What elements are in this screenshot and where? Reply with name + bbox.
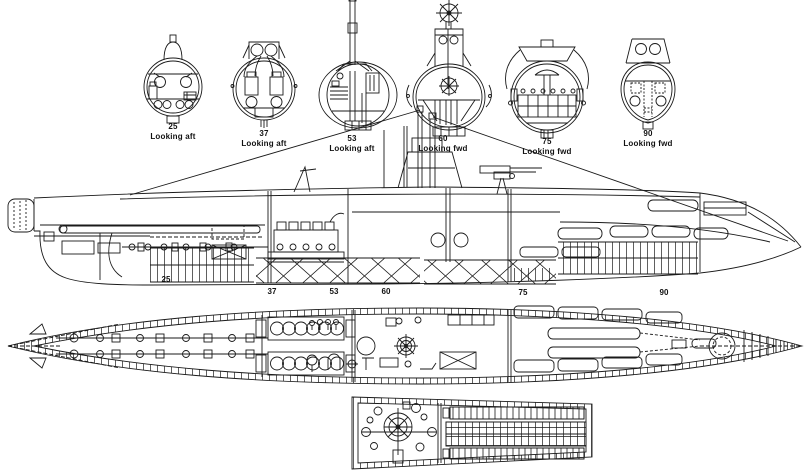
section-label-90: 90 Looking fwd — [623, 129, 672, 148]
section-direction: Looking aft — [241, 138, 287, 148]
station-label-90: 90 — [659, 288, 669, 297]
section-direction: Looking aft — [329, 143, 375, 153]
cross-section-90 — [620, 38, 676, 130]
section-label-25: 25 Looking aft — [150, 122, 195, 141]
section-number: 37 — [259, 129, 269, 138]
section-direction: Looking fwd — [418, 143, 468, 153]
plan-view — [7, 305, 804, 385]
section-number: 75 — [542, 137, 552, 146]
helm-wheel-plan-icon — [394, 334, 418, 358]
cross-section-60 — [406, 0, 492, 137]
inboard-profile-view — [7, 105, 802, 286]
section-number: 60 — [438, 134, 448, 143]
section-number: 53 — [347, 134, 357, 143]
battery-grid — [517, 88, 577, 118]
section-label-37: 37 Looking aft — [241, 129, 286, 148]
section-direction: Looking fwd — [522, 146, 572, 156]
battery-deck-detail — [351, 396, 593, 470]
section-label-53: 53 Looking aft — [329, 134, 374, 153]
station-label-75: 75 — [518, 288, 528, 297]
station-label-53: 53 — [329, 287, 339, 296]
battery-cell-banks — [442, 406, 587, 460]
station-label-60: 60 — [381, 287, 391, 296]
station-label-25: 25 — [161, 275, 171, 284]
periscope-mast — [335, 0, 373, 72]
cross-section-75 — [505, 39, 589, 139]
section-number: 90 — [643, 129, 653, 138]
conning-tower — [129, 105, 789, 262]
section-direction: Looking aft — [150, 131, 196, 141]
section-number: 25 — [168, 122, 178, 131]
deck-gun — [479, 165, 542, 195]
cross-section-53 — [318, 0, 398, 131]
section-label-60: 60 Looking fwd — [418, 134, 467, 153]
cross-section-37 — [230, 41, 298, 128]
section-direction: Looking fwd — [623, 138, 673, 148]
cross-section-25 — [143, 34, 203, 124]
steering-gear — [361, 401, 437, 464]
section-label-75: 75 Looking fwd — [522, 137, 571, 156]
helm-wheel-icon — [436, 0, 462, 26]
station-label-37: 37 — [267, 287, 277, 296]
